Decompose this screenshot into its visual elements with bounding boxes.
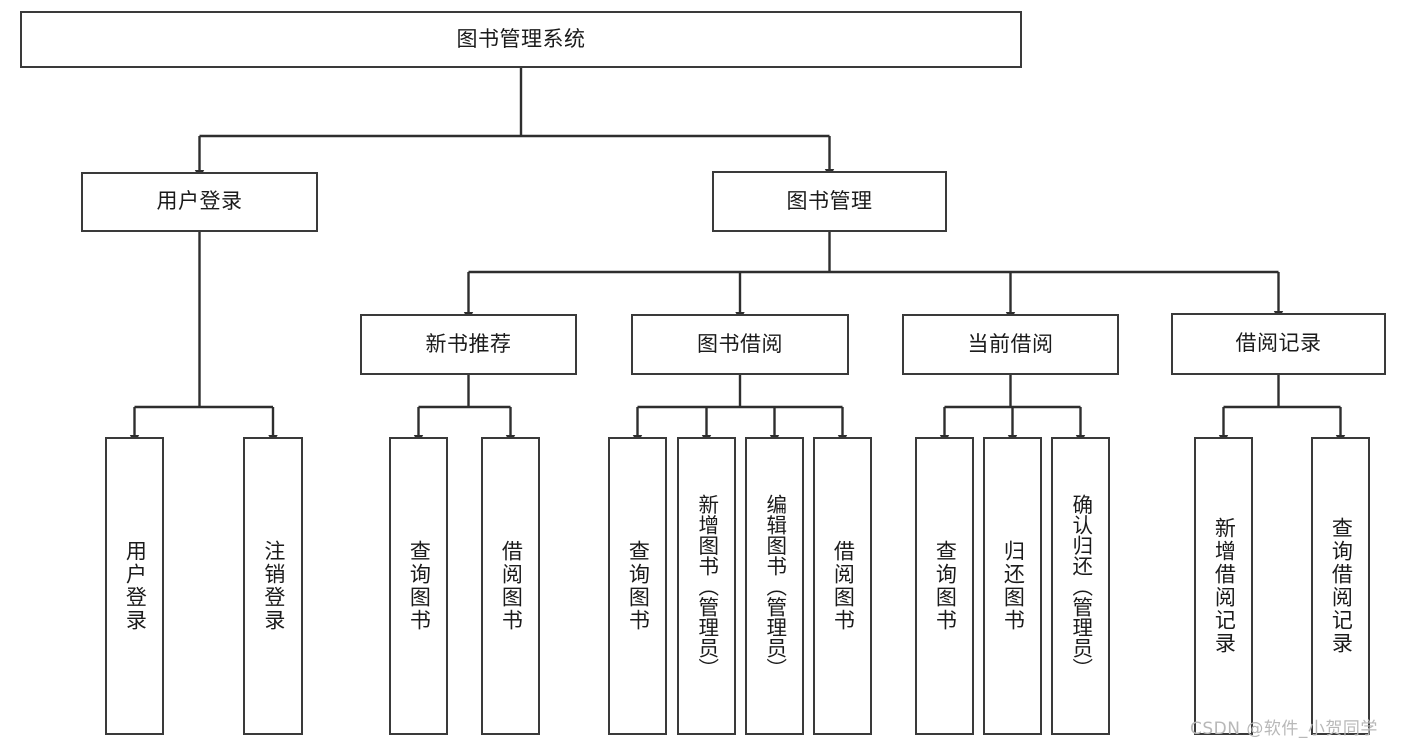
- node-l12: 新增借阅记录: [1194, 437, 1253, 735]
- node-label: 查询借阅记录: [1329, 517, 1354, 655]
- node-label: 新增图书（管理员）: [694, 493, 719, 679]
- node-records: 借阅记录: [1171, 313, 1386, 375]
- node-label: 借阅图书: [499, 540, 524, 632]
- node-l6: 新增图书（管理员）: [677, 437, 736, 735]
- node-l9: 查询图书: [915, 437, 974, 735]
- node-borrow: 图书借阅: [631, 314, 849, 375]
- node-label: 查询图书: [407, 540, 432, 632]
- node-l7: 编辑图书（管理员）: [745, 437, 804, 735]
- node-newbook: 新书推荐: [360, 314, 577, 375]
- node-l10: 归还图书: [983, 437, 1042, 735]
- node-label: 用户登录: [123, 540, 148, 632]
- node-label: 新书推荐: [425, 331, 512, 356]
- node-label: 注销登录: [261, 540, 286, 632]
- node-l3: 查询图书: [389, 437, 448, 735]
- node-label: 图书管理系统: [456, 26, 586, 51]
- node-label: 图书借阅: [697, 331, 783, 356]
- watermark: CSDN @软件_小贺同学: [1190, 719, 1378, 739]
- node-label: 新增借阅记录: [1212, 517, 1237, 655]
- node-label: 借阅图书: [831, 540, 856, 632]
- node-l13: 查询借阅记录: [1311, 437, 1370, 735]
- node-label: 编辑图书（管理员）: [762, 493, 787, 679]
- node-bookmgmt: 图书管理: [712, 171, 947, 232]
- node-label: 用户登录: [156, 189, 243, 214]
- node-l5: 查询图书: [608, 437, 667, 735]
- node-label: 查询图书: [626, 540, 651, 632]
- node-l11: 确认归还（管理员）: [1051, 437, 1110, 735]
- node-l4: 借阅图书: [481, 437, 540, 735]
- node-l2: 注销登录: [243, 437, 303, 735]
- node-current: 当前借阅: [902, 314, 1119, 375]
- node-root: 图书管理系统: [20, 11, 1022, 68]
- node-l1: 用户登录: [105, 437, 164, 735]
- node-login: 用户登录: [81, 172, 318, 232]
- node-label: 查询图书: [933, 540, 958, 632]
- node-label: 归还图书: [1001, 540, 1026, 632]
- node-label: 确认归还（管理员）: [1068, 493, 1093, 679]
- node-l8: 借阅图书: [813, 437, 872, 735]
- node-label: 图书管理: [786, 188, 873, 213]
- node-label: 当前借阅: [967, 331, 1054, 356]
- node-label: 借阅记录: [1235, 331, 1322, 356]
